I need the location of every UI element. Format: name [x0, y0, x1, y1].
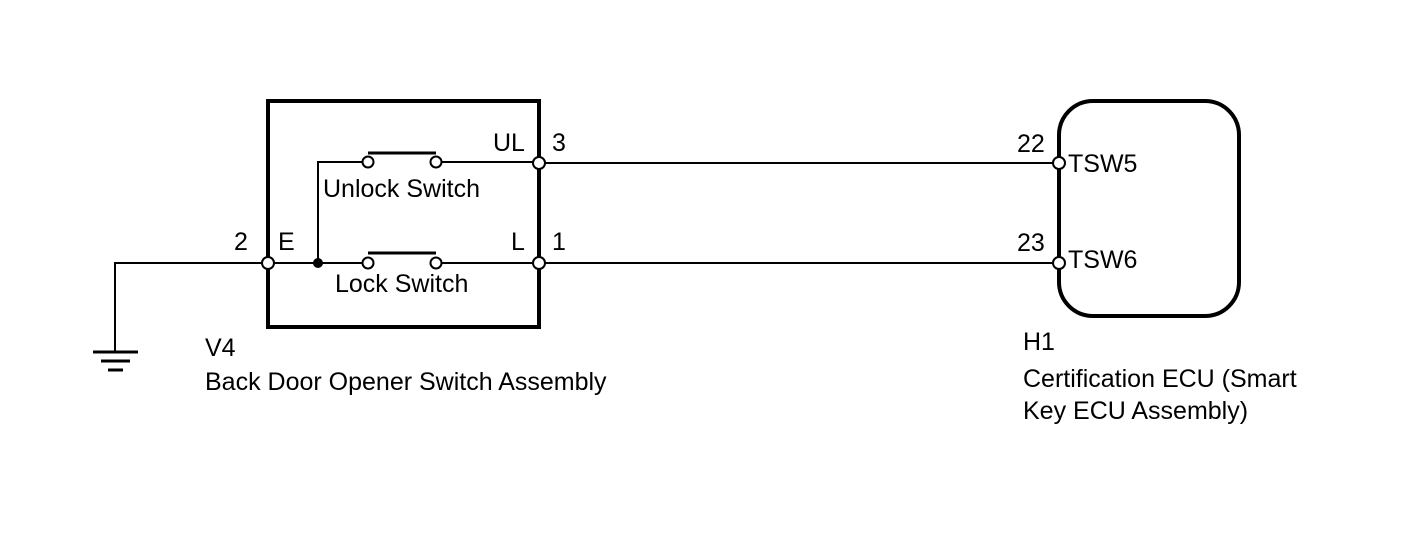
terminal-l-label: L — [511, 228, 525, 256]
lock-switch-icon — [361, 251, 443, 270]
terminal-tsw6-label: TSW6 — [1068, 246, 1137, 274]
ground-icon — [93, 262, 262, 372]
switch-assembly-housing — [266, 99, 541, 329]
lock-switch-label: Lock Switch — [335, 270, 468, 298]
terminal-l-icon — [532, 256, 546, 270]
terminal-e-icon — [261, 256, 275, 270]
ecu-name-line1: Certification ECU (Smart — [1023, 365, 1297, 393]
switch-assembly-name: Back Door Opener Switch Assembly — [205, 368, 607, 396]
terminal-ul-icon — [532, 156, 546, 170]
pin-l-number: 1 — [552, 228, 566, 256]
terminal-tsw5-label: TSW5 — [1068, 150, 1137, 178]
terminal-tsw5-icon — [1052, 156, 1066, 170]
ecu-name-line2: Key ECU Assembly) — [1023, 397, 1248, 425]
pin-tsw6-number: 23 — [1017, 229, 1045, 257]
terminal-tsw6-icon — [1052, 256, 1066, 270]
terminal-e-label: E — [278, 228, 295, 256]
internal-wiring — [274, 161, 533, 264]
ecu-housing — [1057, 99, 1241, 318]
unlock-switch-icon — [361, 151, 443, 169]
unlock-switch-label: Unlock Switch — [323, 175, 480, 203]
switch-assembly-code: V4 — [205, 334, 236, 362]
pin-tsw5-number: 22 — [1017, 130, 1045, 158]
terminal-ul-label: UL — [493, 129, 525, 157]
ecu-code: H1 — [1023, 328, 1055, 356]
pin-e-number: 2 — [234, 228, 248, 256]
junction-dot — [313, 258, 323, 268]
pin-ul-number: 3 — [552, 129, 566, 157]
